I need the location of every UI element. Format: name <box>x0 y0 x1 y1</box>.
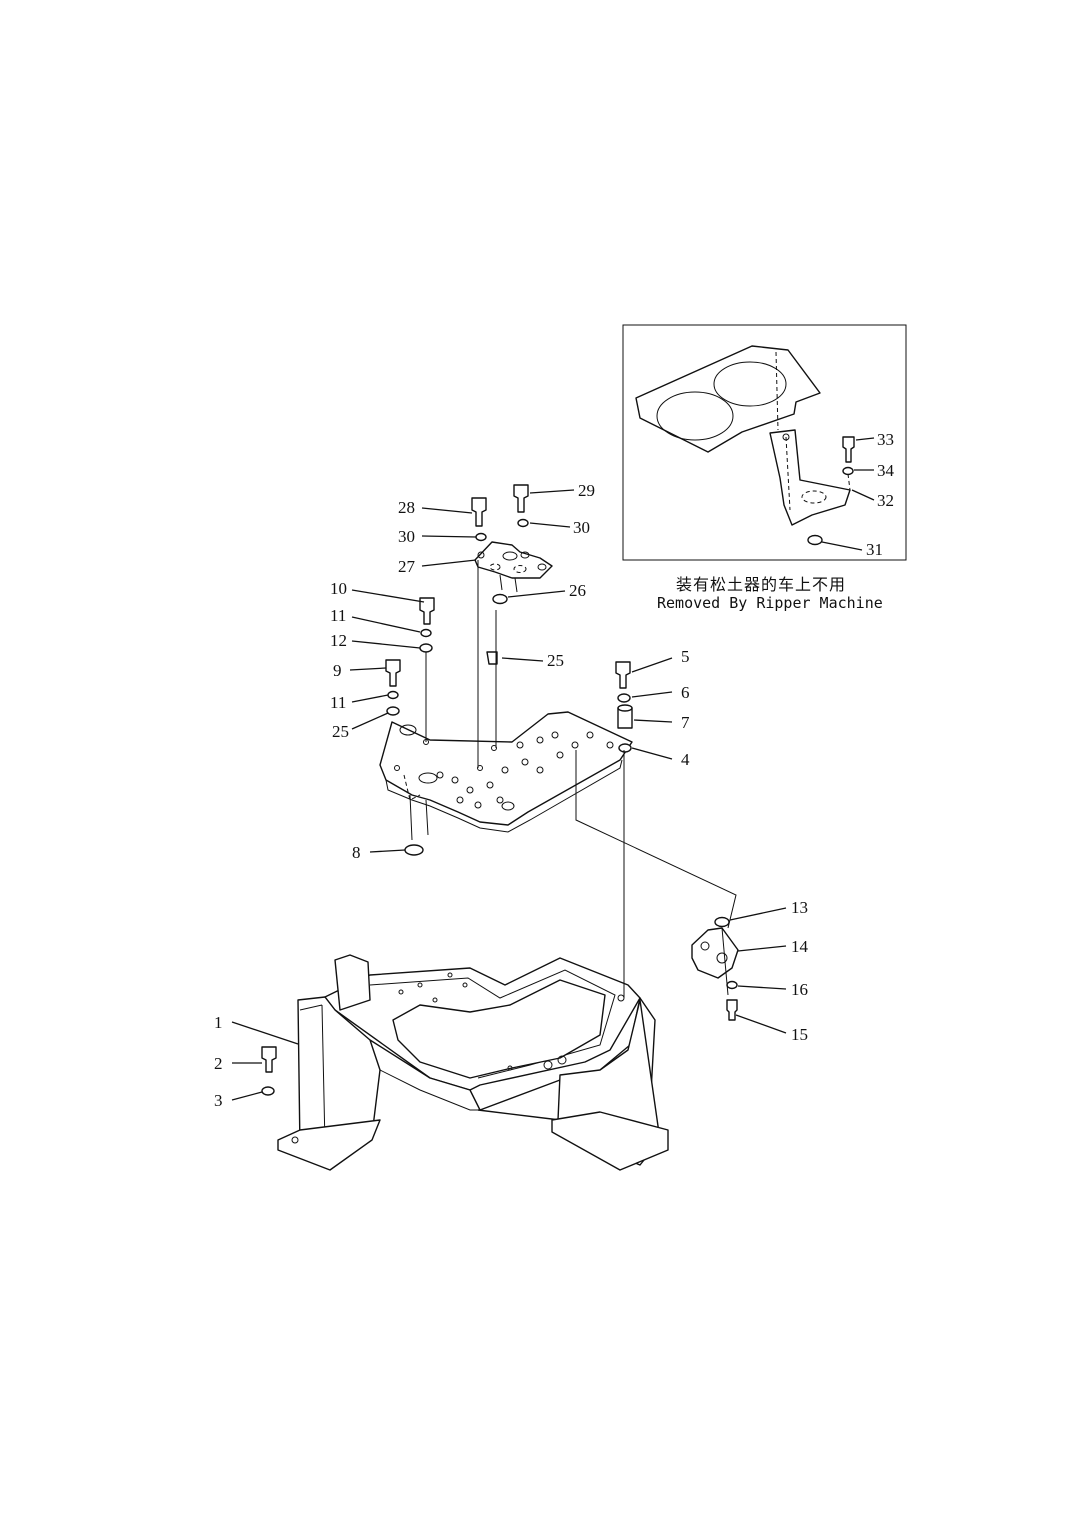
callout-28: 28 <box>398 498 415 517</box>
callout-15: 15 <box>791 1025 808 1044</box>
callout-3: 3 <box>214 1091 223 1110</box>
callout-26: 26 <box>569 581 586 600</box>
callout-1: 1 <box>214 1013 223 1032</box>
callout-12: 12 <box>330 631 347 650</box>
callout-33: 33 <box>877 430 894 449</box>
callout-2: 2 <box>214 1054 223 1073</box>
leader-lines <box>231 437 875 1101</box>
callout-13: 13 <box>791 898 808 917</box>
callout-numbers: 1 2 3 4 5 6 7 8 9 10 11 11 12 13 14 15 1… <box>214 430 895 1110</box>
upper-plate <box>379 711 633 841</box>
main-stand <box>277 954 669 1171</box>
callout-34: 34 <box>877 461 895 480</box>
callout-30a: 30 <box>398 527 415 546</box>
fasteners <box>261 484 633 1096</box>
callout-9: 9 <box>333 661 342 680</box>
callout-6: 6 <box>681 683 690 702</box>
assembly-lines <box>425 560 737 998</box>
callout-11a: 11 <box>330 606 346 625</box>
callout-7: 7 <box>681 713 690 732</box>
callout-8: 8 <box>352 843 361 862</box>
top-bracket <box>474 541 553 593</box>
callout-30b: 30 <box>573 518 590 537</box>
inset-note-chinese: 装有松土器的车上不用 <box>676 575 847 594</box>
callout-32: 32 <box>877 491 894 510</box>
callout-31: 31 <box>866 540 883 559</box>
callout-10: 10 <box>330 579 347 598</box>
callout-25a: 25 <box>547 651 564 670</box>
ripper-inset <box>622 324 907 561</box>
callout-4: 4 <box>681 750 690 769</box>
callout-14: 14 <box>791 937 809 956</box>
callout-11b: 11 <box>330 693 346 712</box>
side-bracket <box>691 916 739 1021</box>
callout-16: 16 <box>791 980 808 999</box>
callout-25b: 25 <box>332 722 349 741</box>
callout-27: 27 <box>398 557 416 576</box>
callout-5: 5 <box>681 647 690 666</box>
inset-note-english: Removed By Ripper Machine <box>657 594 883 612</box>
callout-29: 29 <box>578 481 595 500</box>
